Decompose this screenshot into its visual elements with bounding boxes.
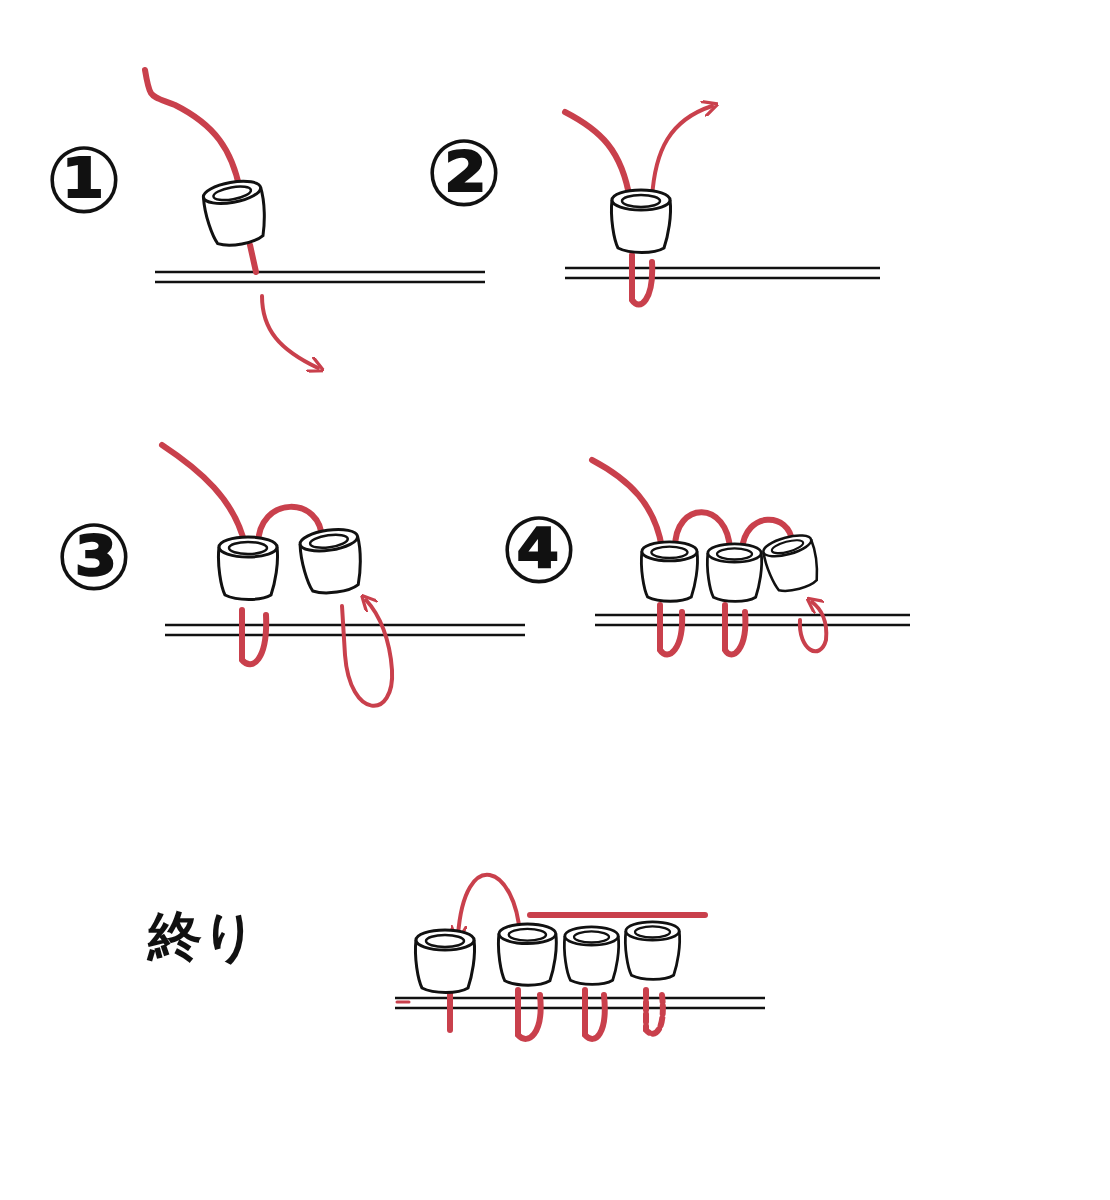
step-caption: 終り — [148, 910, 257, 964]
step-number: ② — [425, 128, 503, 220]
step-number: ① — [45, 135, 123, 227]
wire — [155, 268, 910, 1008]
step-number: ④ — [500, 505, 578, 597]
bead — [201, 177, 823, 992]
thread — [145, 70, 826, 1039]
step-number: ③ — [55, 512, 133, 604]
